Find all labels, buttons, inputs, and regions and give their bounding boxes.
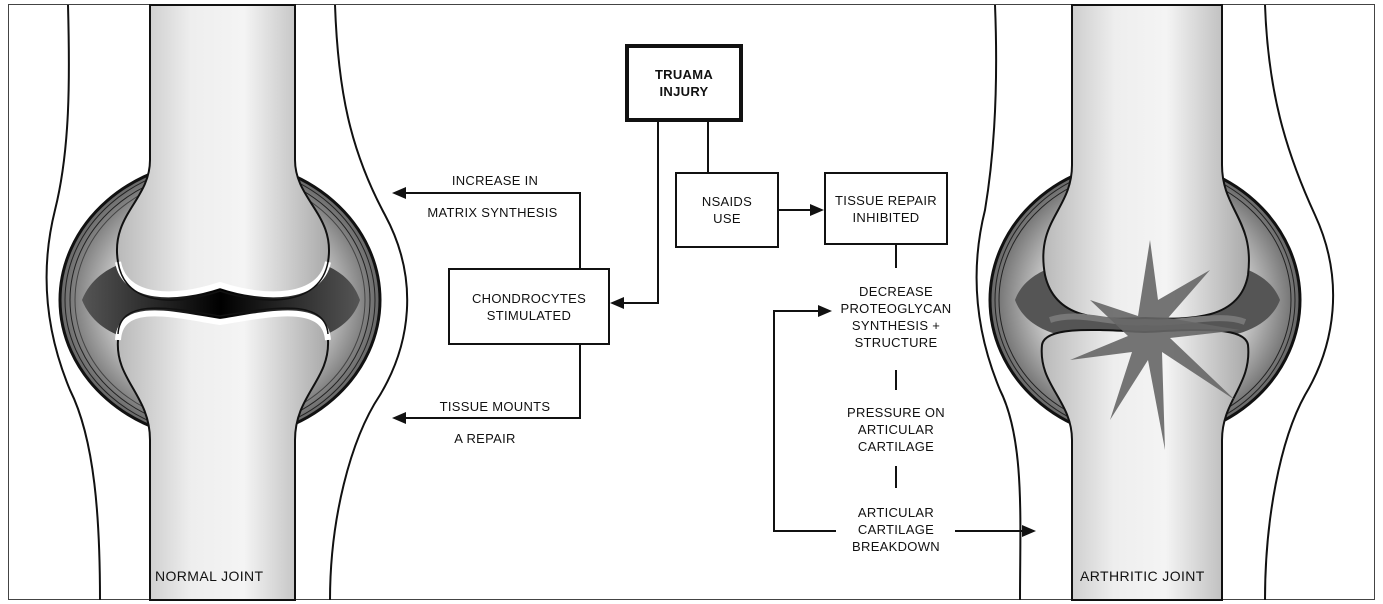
trauma-injury-box: TRUAMA INJURY — [625, 44, 743, 122]
arthritic-joint-caption: ARTHRITIC JOINT — [1080, 568, 1205, 584]
arthritic-joint-illustration — [975, 4, 1335, 601]
normal-joint-illustration — [45, 4, 409, 601]
increase-in-label: INCREASE IN — [451, 173, 539, 188]
a-repair-label: A REPAIR — [454, 431, 516, 446]
pressure-on-cartilage-label: PRESSURE ON ARTICULAR CARTILAGE — [847, 405, 945, 454]
flow-connectors — [405, 122, 1022, 532]
tissue-repair-inhibited-box: TISSUE REPAIR INHIBITED — [824, 172, 948, 245]
cartilage-breakdown-label: ARTICULAR CARTILAGE BREAKDOWN — [852, 505, 940, 554]
tissue-mounts-label: TISSUE MOUNTS — [439, 399, 551, 414]
decrease-proteoglycan-label: DECREASE PROTEOGLYCAN SYNTHESIS + STRUCT… — [840, 284, 952, 350]
matrix-synthesis-label: MATRIX SYNTHESIS — [427, 205, 558, 220]
normal-joint-caption: NORMAL JOINT — [155, 568, 264, 584]
chondrocytes-stimulated-box: CHONDROCYTES STIMULATED — [448, 268, 610, 345]
nsaids-use-box: NSAIDS USE — [675, 172, 779, 248]
diagram-frame — [8, 4, 1375, 600]
arrowheads — [392, 187, 1036, 537]
